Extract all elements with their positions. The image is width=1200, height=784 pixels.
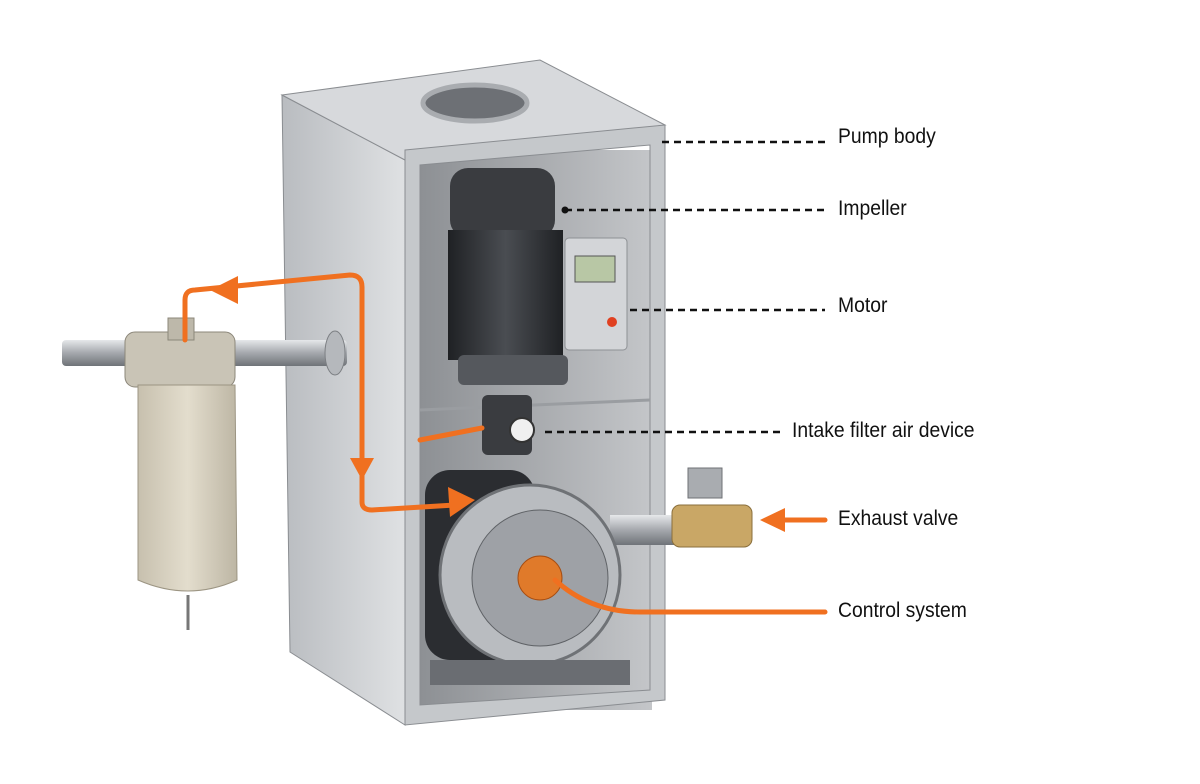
top-outlet-opening (420, 82, 530, 124)
exhaust-valve-body (671, 504, 753, 548)
motor-housing (448, 230, 563, 360)
label-intake-filter: Intake filter air device (792, 419, 975, 442)
flow-arrow-to-pump (359, 467, 458, 513)
inner-shelf (419, 398, 651, 412)
intake-valve (482, 395, 535, 455)
label-impeller: Impeller (838, 197, 907, 220)
filter-bag (137, 384, 238, 592)
pump-base (430, 660, 630, 685)
leader-dot-impeller (561, 206, 569, 214)
leader-lines (545, 140, 825, 434)
cabinet-front-frame (404, 124, 666, 726)
pipe-flange (324, 330, 346, 376)
arrowhead-right (448, 487, 475, 517)
control-panel (564, 237, 628, 351)
control-display (574, 255, 616, 283)
pump-unit (425, 467, 753, 685)
control-stop-button (607, 317, 617, 327)
cabinet-side-panel (281, 94, 406, 726)
arrowhead-left (210, 276, 238, 304)
filter-cap (167, 317, 195, 341)
motor-fan-cover (450, 168, 555, 238)
flow-arrows (182, 272, 828, 615)
shaft-hub (517, 555, 563, 601)
label-exhaust-valve: Exhaust valve (838, 507, 959, 530)
pressure-gauge (509, 417, 535, 443)
valve-actuator (687, 467, 723, 499)
label-control-system: Control system (838, 599, 967, 622)
control-system-leader (552, 577, 828, 615)
motor-unit (448, 168, 628, 385)
label-pump-body: Pump body (838, 125, 936, 148)
exhaust-arrowhead (760, 508, 785, 532)
motor-flange (458, 355, 568, 385)
label-motor: Motor (838, 294, 888, 317)
intake-marker (417, 425, 485, 443)
flow-arrow-return (182, 272, 365, 473)
